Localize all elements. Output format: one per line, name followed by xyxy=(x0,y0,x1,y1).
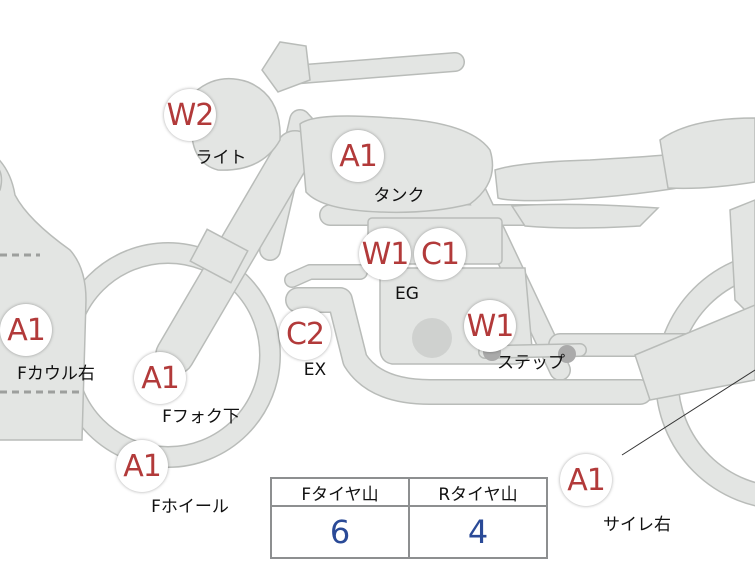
marker-silencer: A1 xyxy=(560,454,612,506)
marker-light: W2 xyxy=(164,89,216,141)
front-tire-header: Fタイヤ山 xyxy=(270,477,410,507)
marker-code: A1 xyxy=(7,312,46,348)
label-silencer: サイレ右 xyxy=(603,515,671,535)
rear-tire-header: Rタイヤ山 xyxy=(408,477,548,507)
marker-front-cowl: A1 xyxy=(0,304,52,356)
marker-code: C2 xyxy=(285,316,325,352)
muffler xyxy=(634,304,755,401)
marker-code: A1 xyxy=(141,360,180,396)
marker-code: C1 xyxy=(420,236,460,272)
marker-code: A1 xyxy=(567,462,606,498)
marker-exhaust: C2 xyxy=(279,308,331,360)
tire-tread-table: Fタイヤ山 Rタイヤ山 6 4 xyxy=(270,477,548,559)
marker-front-fork: A1 xyxy=(134,352,186,404)
rear-cowl xyxy=(659,117,755,190)
handlebar-clamp xyxy=(261,41,311,93)
front-tire-value: 6 xyxy=(270,505,410,559)
front-fork xyxy=(155,130,315,375)
marker-step: W1 xyxy=(464,300,516,352)
exhaust xyxy=(284,264,653,405)
marker-engine-c1: C1 xyxy=(414,228,466,280)
marker-front-wheel: A1 xyxy=(116,440,168,492)
rear-tire-value: 4 xyxy=(408,505,548,559)
headlight xyxy=(190,77,281,171)
leader-line xyxy=(621,369,755,456)
label-front-wheel: Fホイール xyxy=(151,497,229,517)
label-front-fork: Fフォク下 xyxy=(162,407,240,427)
label-step: ステップ xyxy=(497,353,565,373)
front-cowl xyxy=(0,159,87,441)
label-exhaust: EX xyxy=(303,360,327,380)
label-engine: EG xyxy=(395,284,419,304)
marker-tank: A1 xyxy=(332,130,384,182)
marker-code: A1 xyxy=(123,448,162,484)
label-front-cowl: Fカウル右 xyxy=(17,364,95,384)
label-light: ライト xyxy=(195,148,247,168)
marker-code: A1 xyxy=(339,138,378,174)
marker-code: W1 xyxy=(361,236,410,272)
marker-code: W2 xyxy=(166,97,215,133)
marker-engine-w1: W1 xyxy=(359,228,411,280)
label-tank: タンク xyxy=(373,186,425,206)
marker-code: W1 xyxy=(466,308,515,344)
